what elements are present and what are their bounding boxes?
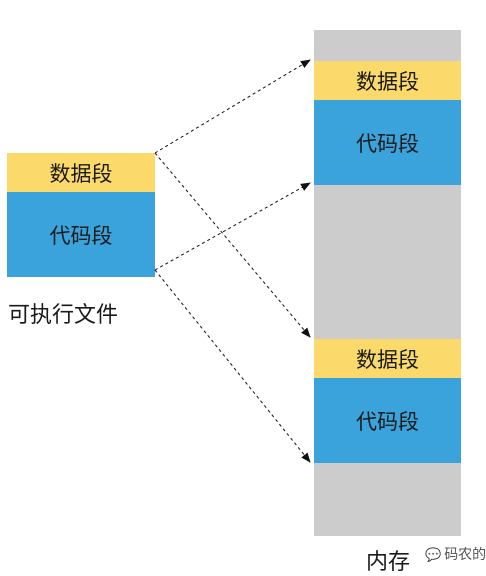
executable-code-segment: 代码段 [7,192,155,277]
memory-bottom-data-segment: 数据段 [314,339,461,378]
arrow-code-to-bottom [154,269,311,463]
memory-top-data-segment: 数据段 [314,61,461,100]
arrow-code-to-top [154,182,311,271]
arrow-data-to-bottom [154,152,311,338]
memory-bottom-code-segment: 代码段 [314,378,461,463]
watermark-text: 码农的 [444,547,486,563]
memory-top-code-segment: 代码段 [314,100,461,185]
watermark: 💬码农的 [425,544,486,564]
arrow-data-to-top [154,59,311,154]
executable-label: 可执行文件 [8,303,119,328]
wechat-icon: 💬 [425,548,442,563]
executable-data-segment: 数据段 [7,153,155,192]
memory-label: 内存 [366,550,411,575]
